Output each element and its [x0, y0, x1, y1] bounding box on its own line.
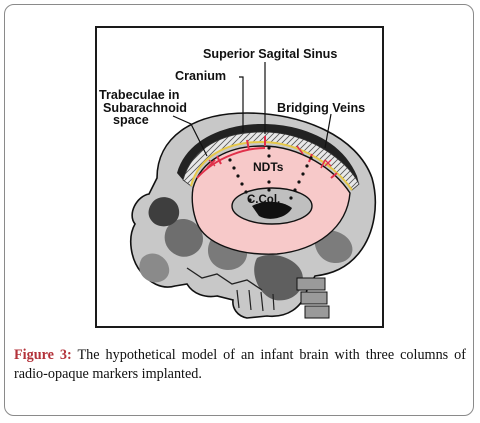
label-trabeculae-line2: Subarachnoid: [103, 101, 187, 115]
figure-caption: Figure 3: The hypothetical model of an i…: [14, 346, 466, 384]
label-leader-lines: [172, 62, 332, 157]
label-superior-sagittal-sinus: Superior Sagital Sinus: [203, 47, 337, 61]
label-corpus-callosum: C.Col.: [247, 194, 280, 206]
label-cranium: Cranium: [175, 69, 226, 83]
label-bridging-veins: Bridging Veins: [277, 101, 365, 115]
caption-label: Figure 3:: [14, 347, 72, 363]
label-trabeculae-line1: Trabeculae in: [99, 88, 180, 102]
caption-text: The hypothetical model of an infant brai…: [14, 347, 467, 382]
label-trabeculae-line3: space: [113, 113, 149, 127]
brain-illustration: Superior Sagital Sinus Cranium Trabecula…: [95, 26, 384, 328]
ndt-marker-columns: [228, 146, 313, 202]
label-ndts: NDTs: [253, 160, 284, 174]
brain-region: [177, 124, 360, 255]
